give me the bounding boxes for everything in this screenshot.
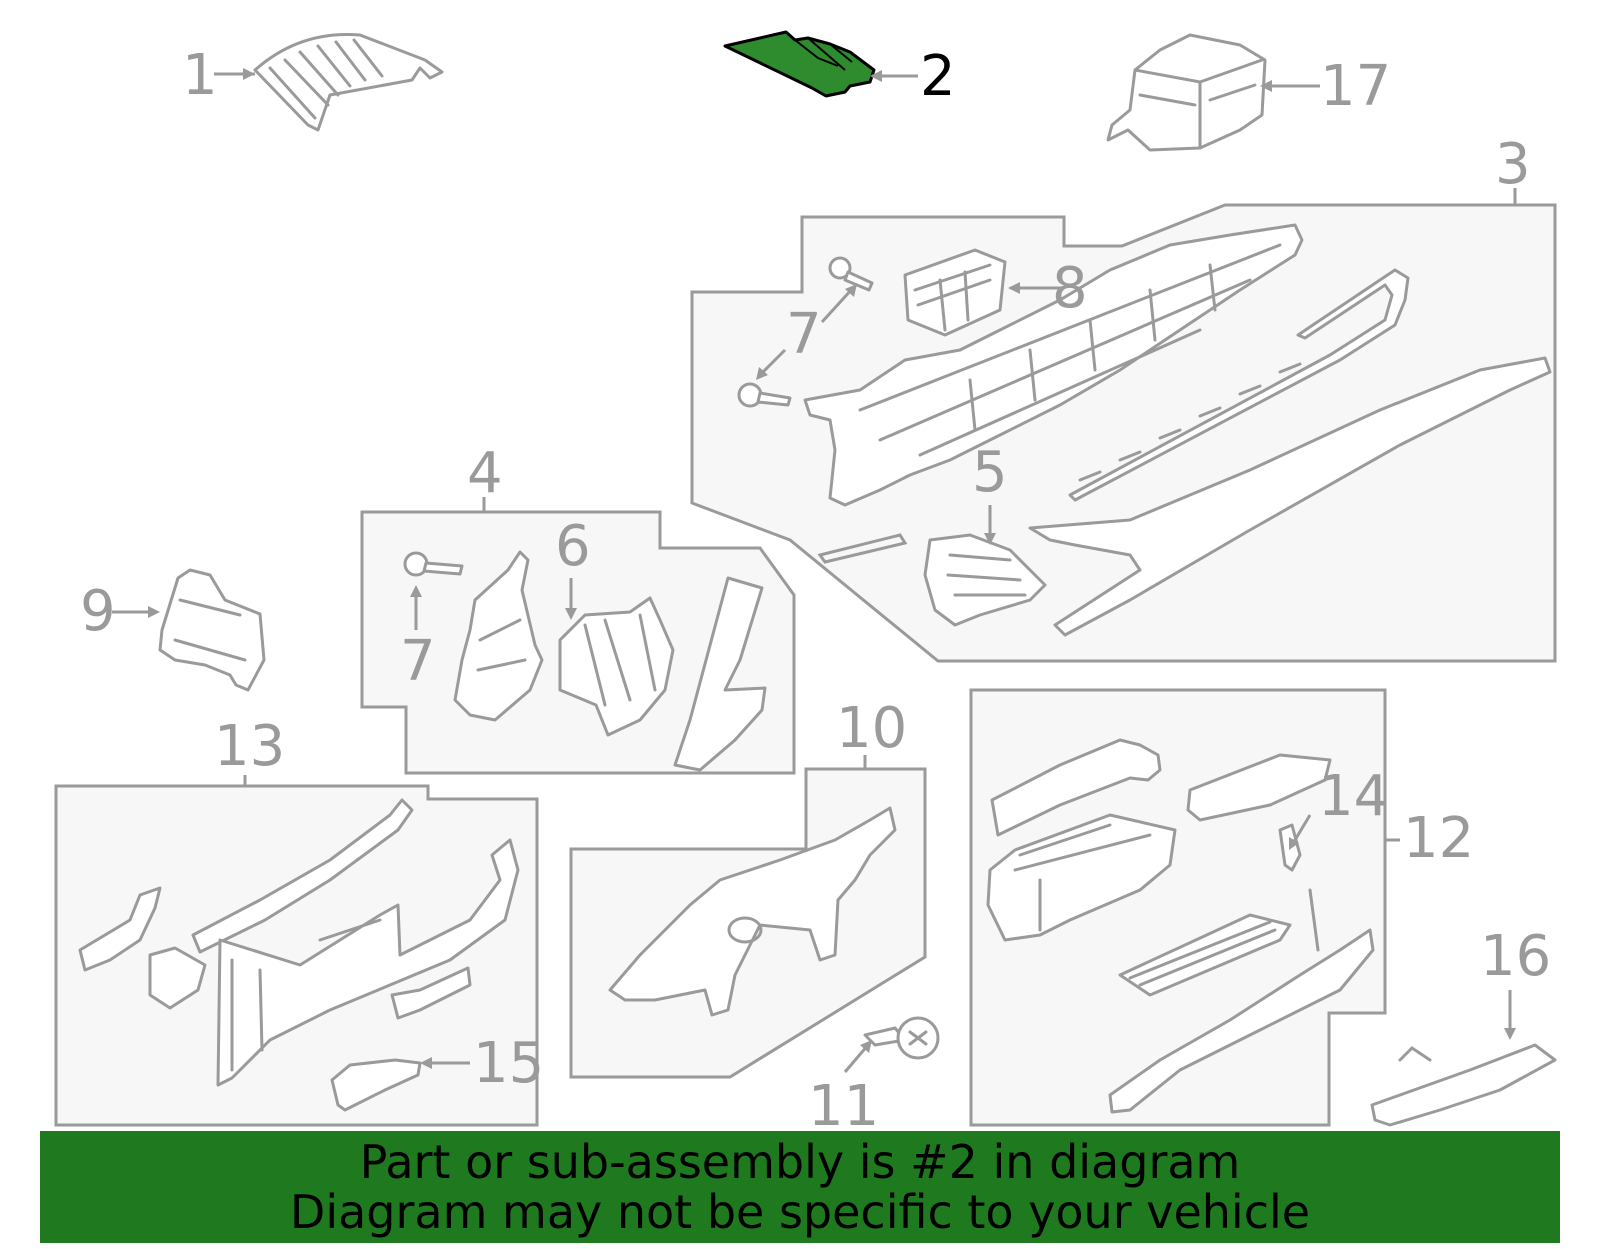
callout-4: 4: [467, 441, 503, 506]
part-12-lower-panel: [1108, 888, 1375, 1114]
part-7-screw-c: [403, 551, 464, 577]
part-12-airbag: [1186, 753, 1332, 822]
callout-10: 10: [836, 696, 907, 761]
callout-17: 17: [1320, 54, 1391, 119]
callout-11: 11: [808, 1074, 879, 1131]
part-13-glovebox-frame: [216, 838, 520, 1087]
callout-arrows: [112, 68, 1517, 1073]
part-8-vent: [903, 248, 1007, 337]
part-11-push-pin: [863, 1016, 940, 1060]
banner-line-2: Diagram may not be specific to your vehi…: [289, 1185, 1311, 1239]
part-13-clip-b: [148, 946, 207, 1010]
part-7-screw-b: [737, 382, 792, 408]
callout-2-highlighted: 2: [920, 44, 956, 109]
panel-13: [54, 784, 539, 1127]
part-10-bracket: [608, 806, 897, 1017]
part-3-long-panel: [1028, 356, 1552, 637]
part-12-rail: [990, 738, 1162, 837]
part-4-bracket: [453, 550, 544, 722]
part-7-screw-a: [828, 256, 874, 292]
parts-diagram: 1 2 17 3 7 8 7 5 4 6 7 9 13 10 14 12 16 …: [54, 30, 1557, 1131]
callout-13: 13: [214, 714, 285, 779]
part-12-liner: [1118, 913, 1292, 997]
callout-7-c: 7: [400, 629, 436, 694]
callout-7-a: 7: [786, 302, 822, 367]
callout-3: 3: [1495, 132, 1531, 197]
part-17-module: [1106, 33, 1267, 152]
info-banner: Part or sub-assembly is #2 in diagram Di…: [40, 1131, 1560, 1243]
callout-8: 8: [1052, 256, 1088, 321]
part-4-pillar-trim: [673, 576, 767, 772]
part-2-highlighted: [723, 30, 876, 98]
part-2-shape: [723, 30, 876, 98]
callout-1: 1: [182, 43, 218, 108]
part-13-rail: [191, 798, 414, 954]
part-16-bracket: [1370, 1043, 1557, 1127]
part-6-vent: [558, 596, 675, 737]
part-13-clip-a: [78, 886, 162, 972]
part-15-handle: [330, 1058, 422, 1112]
part-3-dashboard-frame: [803, 223, 1304, 564]
part-1-grille: [253, 32, 444, 132]
part-12-glovebox: [986, 813, 1177, 942]
banner-line-1: Part or sub-assembly is #2 in diagram: [359, 1135, 1241, 1189]
callout-16: 16: [1480, 924, 1551, 989]
callout-6: 6: [555, 514, 591, 579]
part-13-latch: [390, 966, 472, 1020]
callout-5: 5: [972, 440, 1008, 505]
part-9-bracket: [158, 568, 266, 692]
callout-12: 12: [1403, 806, 1474, 871]
callout-9: 9: [80, 579, 116, 644]
callout-15: 15: [473, 1031, 544, 1096]
part-3-trim-strip: [1068, 268, 1410, 502]
callout-14: 14: [1318, 764, 1389, 829]
